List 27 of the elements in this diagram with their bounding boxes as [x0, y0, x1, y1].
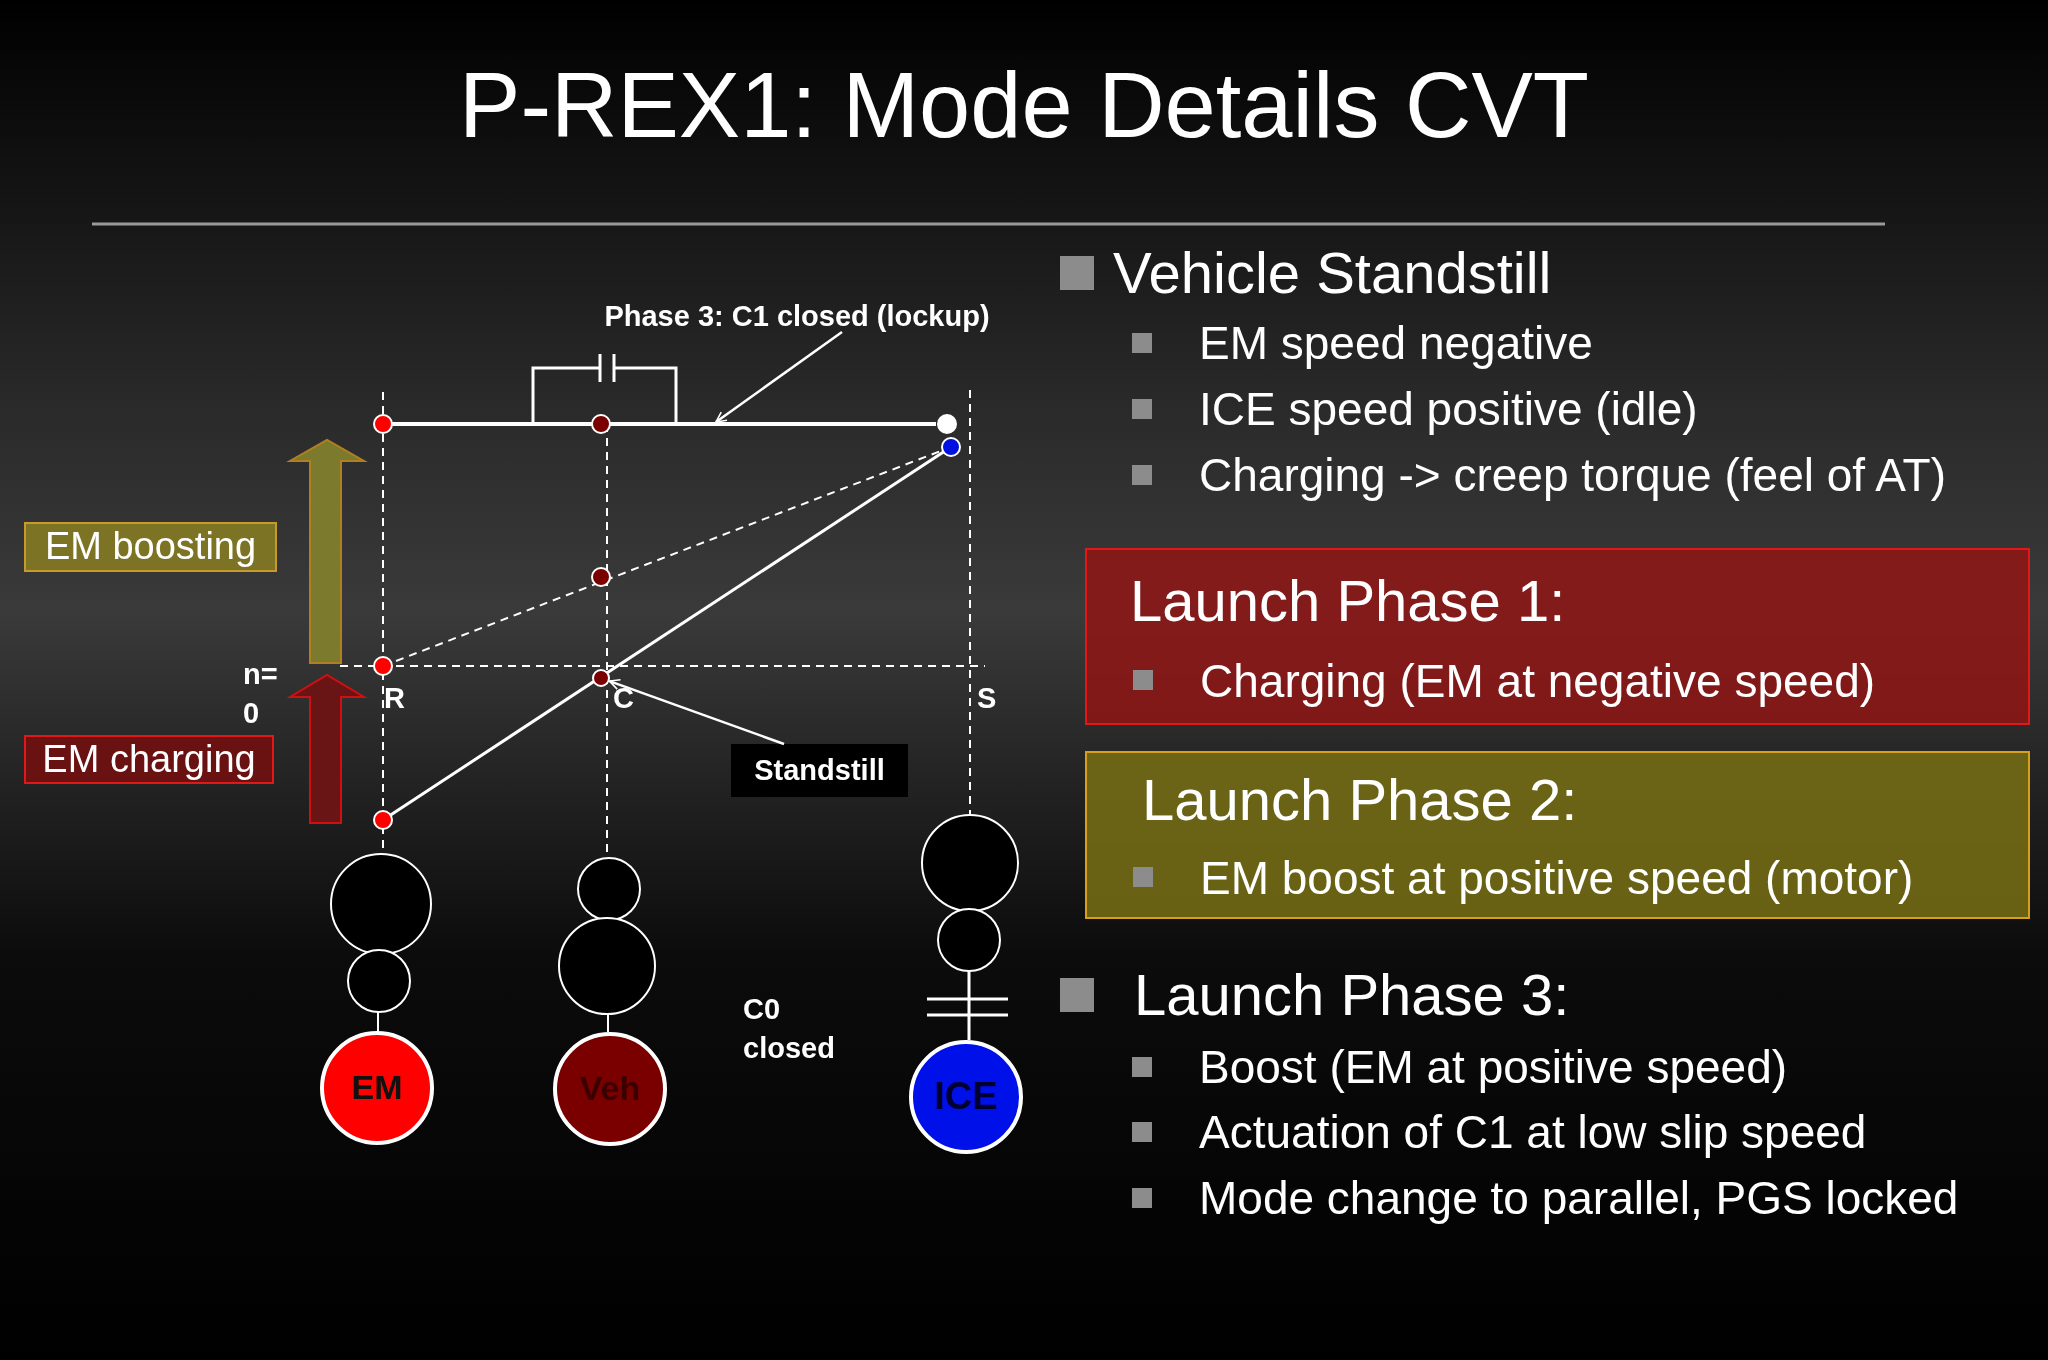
panel-heading: Launch Phase 2:: [1142, 767, 1578, 833]
phase-panel: [1085, 548, 2030, 725]
axis-letter: S: [977, 682, 997, 716]
leader-arrow: [715, 331, 843, 423]
callout-box: Standstill: [731, 744, 908, 797]
mode-tag: EM boosting: [24, 522, 277, 572]
callout-label: Phase 3: C1 closed (lockup): [587, 298, 1007, 336]
bullet-text: Launch Phase 3:: [1134, 962, 1570, 1029]
mode-tag: EM charging: [24, 735, 274, 784]
phase-panel: [1085, 751, 2030, 919]
bullet-text: Charging (EM at negative speed): [1200, 656, 1876, 706]
leader-arrow: [608, 678, 785, 746]
axis-letter: C: [613, 682, 634, 716]
bullet-text: ICE speed positive (idle): [1199, 383, 1698, 436]
bullet-text: EM speed negative: [1199, 317, 1593, 370]
axis-letter: R: [384, 682, 405, 716]
lever-bar: [679, 422, 936, 426]
bullet-text: Charging -> creep torque (feel of AT): [1199, 449, 1947, 502]
slide-title: P-REX1: Mode Details CVT: [458, 53, 1590, 158]
bullet-text: Actuation of C1 at low slip speed: [1199, 1106, 1867, 1159]
axis-note: n= 0: [243, 657, 279, 732]
bullet-text: Mode change to parallel, PGS locked: [1199, 1172, 1959, 1225]
bullet-text: Boost (EM at positive speed): [1199, 1041, 1788, 1094]
axis-note: C0 closed: [743, 992, 836, 1067]
bullet-text: Vehicle Standstill: [1113, 240, 1552, 307]
panel-heading: Launch Phase 1:: [1130, 568, 1566, 634]
bullet-text: EM boost at positive speed (motor): [1200, 853, 1914, 903]
